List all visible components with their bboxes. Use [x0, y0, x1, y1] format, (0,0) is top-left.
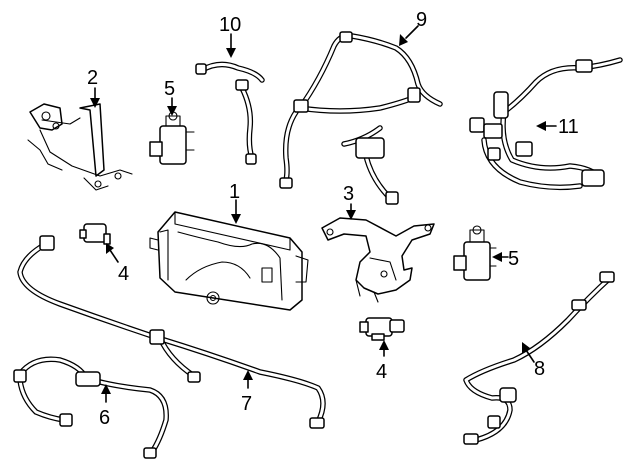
part-4-connector-lower[interactable] — [359, 317, 405, 341]
part-10-sensor-lead[interactable] — [195, 61, 265, 165]
callout-5b: 5 — [508, 248, 519, 270]
callout-10: 10 — [219, 14, 241, 36]
callout-10-leader — [226, 33, 236, 58]
part-9-harness[interactable] — [279, 31, 443, 205]
part-7-hose-assembly[interactable] — [17, 235, 326, 429]
callout-1: 1 — [229, 181, 240, 203]
callout-2: 2 — [87, 67, 98, 89]
callout-2-leader — [90, 87, 100, 108]
part-6-hose-assembly[interactable] — [13, 356, 169, 459]
part-8-hose-assembly[interactable] — [463, 271, 615, 445]
callout-4a: 4 — [118, 263, 129, 285]
callout-7-leader — [243, 370, 253, 389]
callout-11: 11 — [558, 116, 579, 138]
part-4-connector-left[interactable] — [79, 223, 111, 245]
part-5-solenoid-upper[interactable] — [149, 111, 195, 165]
callout-3-leader — [346, 203, 356, 220]
callout-5a: 5 — [164, 78, 175, 100]
callout-4a-leader — [106, 243, 119, 263]
part-1-canister[interactable] — [149, 211, 309, 311]
callout-1-leader — [231, 199, 241, 224]
callout-5b-leader — [492, 252, 509, 262]
callout-9-leader — [399, 25, 419, 46]
part-5-solenoid-right[interactable] — [453, 225, 497, 281]
callout-5a-leader — [167, 97, 177, 116]
callout-7: 7 — [241, 393, 252, 415]
callout-4b-leader — [379, 340, 389, 357]
callout-3: 3 — [343, 183, 354, 205]
callout-11-leader — [536, 121, 557, 131]
callout-8-leader — [522, 342, 535, 363]
callout-4b: 4 — [376, 361, 387, 383]
callout-6-leader — [101, 384, 111, 403]
callout-6: 6 — [99, 407, 110, 429]
part-2-bracket[interactable] — [27, 103, 133, 191]
callout-9: 9 — [416, 9, 427, 31]
callout-8: 8 — [534, 358, 545, 380]
part-3-bracket[interactable] — [321, 217, 435, 303]
part-11-harness[interactable] — [469, 57, 623, 191]
